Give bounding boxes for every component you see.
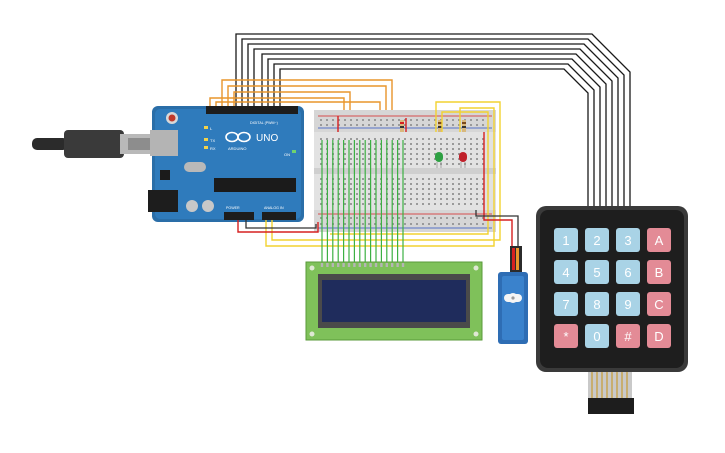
key-label: 2 (593, 233, 600, 248)
usb-jack (150, 130, 178, 156)
keypad-wires (235, 33, 631, 212)
key-label: D (654, 329, 663, 344)
lcd-16x2[interactable] (305, 261, 483, 341)
power-header[interactable] (224, 212, 254, 220)
resistor-1 (438, 120, 442, 132)
key-7[interactable]: 7 (554, 292, 578, 316)
ground-wires (245, 210, 519, 246)
power-header-label: POWER (226, 206, 240, 210)
key-label: 5 (593, 265, 600, 280)
analog-header[interactable] (262, 212, 296, 220)
key-3[interactable]: 3 (616, 228, 640, 252)
key-label: 6 (624, 265, 631, 280)
key-label: B (655, 265, 664, 280)
key-label: A (655, 233, 664, 248)
on-label: ON (284, 152, 290, 157)
key-1[interactable]: 1 (554, 228, 578, 252)
power-jack (148, 190, 178, 212)
key-d[interactable]: D (647, 324, 671, 348)
key-0[interactable]: 0 (585, 324, 609, 348)
led-label-rx: RX (210, 146, 216, 151)
key-6[interactable]: 6 (616, 260, 640, 284)
digital-header[interactable] (206, 106, 298, 114)
key-hash[interactable]: # (616, 324, 640, 348)
key-8[interactable]: 8 (585, 292, 609, 316)
atmega-chip (214, 178, 296, 192)
key-5[interactable]: 5 (585, 260, 609, 284)
arduino-label: ARDUINO (228, 146, 246, 151)
key-label: * (563, 329, 568, 344)
resistor-3 (400, 120, 404, 132)
breadboard[interactable] (314, 110, 496, 232)
uno-label: UNO (256, 133, 278, 144)
red-led[interactable] (459, 152, 467, 168)
key-label: C (654, 297, 663, 312)
digital-header-label: DIGITAL (PWM~) (250, 121, 278, 125)
keypad-4x4[interactable]: 1 2 3 A 4 5 6 B 7 8 9 C * 0 # D (536, 206, 688, 372)
keypad-ribbon (588, 366, 634, 414)
key-label: # (624, 329, 632, 344)
usb-cable (32, 130, 166, 158)
key-c[interactable]: C (647, 292, 671, 316)
micro-servo[interactable] (498, 246, 528, 344)
key-4[interactable]: 4 (554, 260, 578, 284)
yellow-wires (265, 101, 501, 247)
lcd-pins (320, 263, 405, 267)
key-label: 9 (624, 297, 631, 312)
key-label: 8 (593, 297, 600, 312)
servo-horn[interactable] (504, 293, 522, 303)
lcd-green-wires (321, 140, 404, 264)
arduino-logo (225, 131, 251, 143)
led-label-l: L (210, 126, 213, 131)
key-label: 3 (624, 233, 631, 248)
led-label-tx: TX (210, 138, 215, 143)
key-b[interactable]: B (647, 260, 671, 284)
lcd-screen (322, 280, 466, 322)
red-wires (237, 116, 513, 246)
analog-header-label: ANALOG IN (264, 206, 284, 210)
key-label: 4 (562, 265, 569, 280)
key-9[interactable]: 9 (616, 292, 640, 316)
key-label: 7 (562, 297, 569, 312)
key-2[interactable]: 2 (585, 228, 609, 252)
resistor-2 (462, 120, 466, 132)
key-a[interactable]: A (647, 228, 671, 252)
arduino-uno-board[interactable]: UNO ARDUINO DIGITAL (PWM~) POWER ANALOG … (148, 106, 304, 222)
key-star[interactable]: * (554, 324, 578, 348)
key-label: 0 (593, 329, 600, 344)
key-label: 1 (562, 233, 569, 248)
green-led[interactable] (435, 152, 443, 168)
led-section (400, 120, 467, 168)
